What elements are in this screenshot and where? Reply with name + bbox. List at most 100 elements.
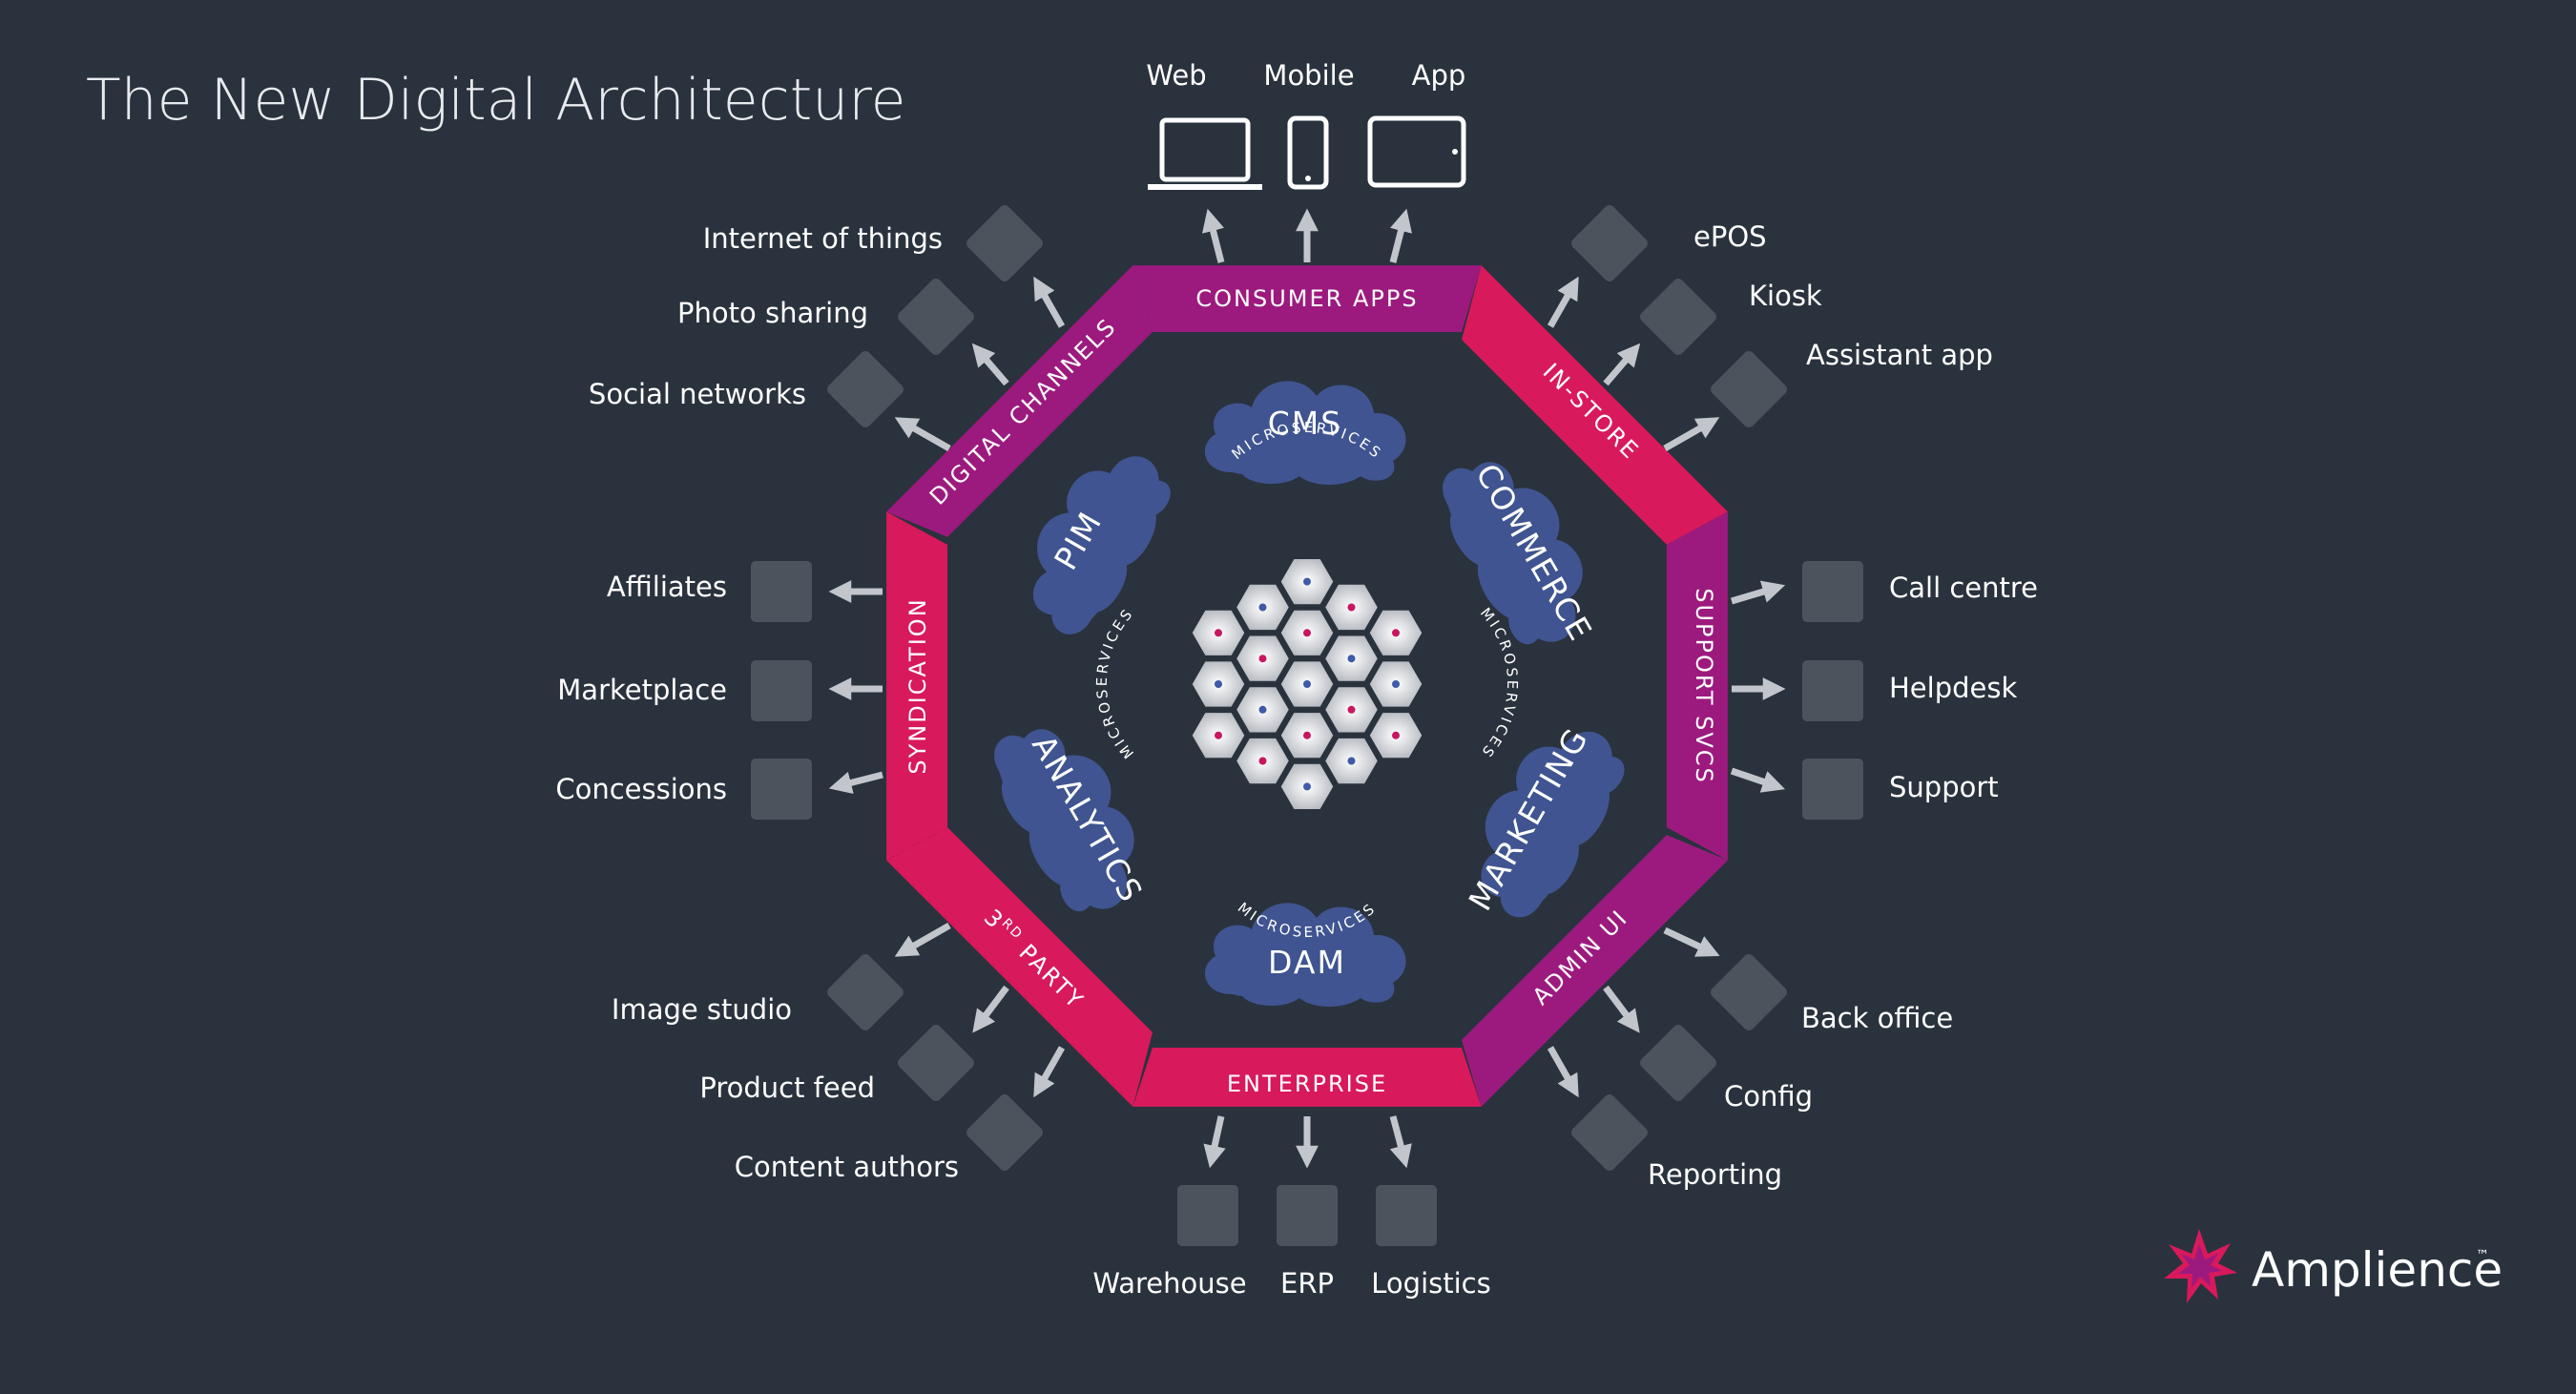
segment-syndication	[886, 511, 948, 861]
hex-dot	[1258, 705, 1267, 714]
arrow-image-studio	[894, 922, 951, 957]
hex-dot	[1347, 655, 1356, 663]
device-label-web: Web	[1146, 59, 1206, 92]
label-config: Config	[1724, 1080, 1813, 1113]
tile-helpdesk	[1802, 660, 1863, 721]
arrow-product-feed	[972, 985, 1009, 1033]
device-label-mobile: Mobile	[1263, 59, 1354, 92]
segment-in-store	[1462, 265, 1728, 545]
label-photo-sharing: Photo sharing	[677, 297, 868, 329]
label-product-feed: Product feed	[699, 1072, 875, 1104]
hex-dot	[1347, 757, 1356, 765]
dam-label: DAM	[1268, 944, 1346, 981]
label-content-authors: Content authors	[735, 1151, 959, 1183]
brand-name: Amplience	[2252, 1242, 2503, 1298]
label-affiliates: Affiliates	[607, 571, 727, 603]
amplience-logo: Amplience ™	[2164, 1229, 2503, 1303]
label-support: Support	[1889, 771, 1999, 803]
segment-enterprise	[1132, 1048, 1482, 1107]
segment-label-syndication: SYNDICATION	[904, 597, 931, 774]
hex-dot	[1215, 731, 1222, 739]
arrow-warehouse	[1203, 1115, 1226, 1169]
tile-internet-of-things	[966, 205, 1043, 281]
endpoint-tiles	[751, 205, 1863, 1246]
tablet-icon	[1367, 115, 1466, 188]
arrow-photo-sharing	[971, 343, 1009, 386]
label-assistant-app: Assistant app	[1806, 339, 1993, 371]
segment-third-party	[886, 827, 1153, 1107]
hex-dot	[1303, 680, 1311, 688]
tile-concessions	[751, 759, 812, 820]
tile-assistant-app	[1711, 351, 1787, 427]
label-warehouse: Warehouse	[1092, 1267, 1246, 1300]
label-reporting: Reporting	[1648, 1158, 1782, 1191]
arrow-epos	[1547, 276, 1579, 328]
hex-dot	[1392, 629, 1400, 637]
tile-support	[1802, 759, 1863, 820]
tile-content-authors	[966, 1094, 1043, 1171]
arrow-content-authors	[1033, 1046, 1066, 1098]
hex-dot	[1215, 629, 1222, 637]
arrow-back-office	[1663, 926, 1720, 957]
arrow-web	[1202, 208, 1225, 263]
amplience-star-icon	[2164, 1229, 2237, 1303]
label-logistics: Logistics	[1371, 1267, 1490, 1300]
arrow-call-centre	[1731, 580, 1786, 605]
laptop-icon	[1148, 117, 1262, 190]
arrows	[828, 208, 1786, 1169]
tile-product-feed	[898, 1025, 974, 1101]
tile-marketplace	[751, 660, 812, 721]
label-epos: ePOS	[1693, 220, 1767, 253]
arrow-kiosk	[1603, 343, 1641, 386]
arrow-concessions	[828, 771, 883, 794]
tile-reporting	[1571, 1094, 1648, 1171]
hex-dot	[1347, 603, 1356, 612]
tile-erp	[1277, 1185, 1338, 1246]
tile-back-office	[1711, 954, 1787, 1030]
arrow-logistics	[1389, 1115, 1412, 1169]
arrow-internet-of-things	[1033, 276, 1066, 328]
tile-social-networks	[827, 351, 904, 427]
label-kiosk: Kiosk	[1749, 280, 1822, 312]
segment-label-enterprise: ENTERPRISE	[1227, 1071, 1387, 1097]
tile-call-centre	[1802, 561, 1863, 622]
microservices-label-left: MICROSERVICES	[1093, 604, 1137, 761]
arrow-social-networks	[894, 417, 951, 452]
label-helpdesk: Helpdesk	[1889, 672, 2017, 704]
label-back-office: Back office	[1801, 1002, 1953, 1034]
hex-dot	[1303, 782, 1311, 791]
segment-admin-ui	[1462, 835, 1728, 1107]
hex-dot	[1303, 629, 1311, 637]
segment-label-consumer-apps: CONSUMER APPS	[1195, 285, 1418, 312]
arrow-assistant-app	[1663, 417, 1720, 452]
hex-dot	[1392, 680, 1400, 688]
hex-dot	[1215, 680, 1222, 688]
tile-config	[1640, 1025, 1716, 1101]
segment-support-svcs	[1666, 511, 1728, 861]
label-social-networks: Social networks	[589, 378, 806, 410]
page-title: The New Digital Architecture	[86, 67, 906, 134]
label-internet-of-things: Internet of things	[703, 222, 943, 255]
tile-epos	[1571, 205, 1648, 281]
tile-image-studio	[827, 954, 904, 1030]
arrow-support	[1730, 767, 1786, 793]
mobile-phone-icon	[1287, 115, 1329, 190]
tile-affiliates	[751, 561, 812, 622]
hex-dot	[1347, 705, 1356, 714]
segment-consumer-apps	[1132, 265, 1482, 332]
brand-trademark: ™	[2476, 1248, 2489, 1263]
hex-dot	[1258, 655, 1267, 663]
tile-photo-sharing	[898, 279, 974, 355]
hex-dot	[1392, 731, 1400, 739]
label-image-studio: Image studio	[612, 993, 792, 1026]
label-erp: ERP	[1280, 1267, 1334, 1300]
microservices-hex-cluster	[1189, 556, 1425, 812]
arrow-config	[1603, 985, 1640, 1033]
label-marketplace: Marketplace	[557, 674, 727, 706]
hex-dot	[1258, 757, 1267, 765]
arrow-app	[1389, 208, 1412, 263]
hex-dot	[1303, 731, 1311, 739]
octagon-ring	[886, 265, 1728, 1107]
hex-dot	[1303, 577, 1311, 586]
device-label-app: App	[1412, 59, 1466, 92]
